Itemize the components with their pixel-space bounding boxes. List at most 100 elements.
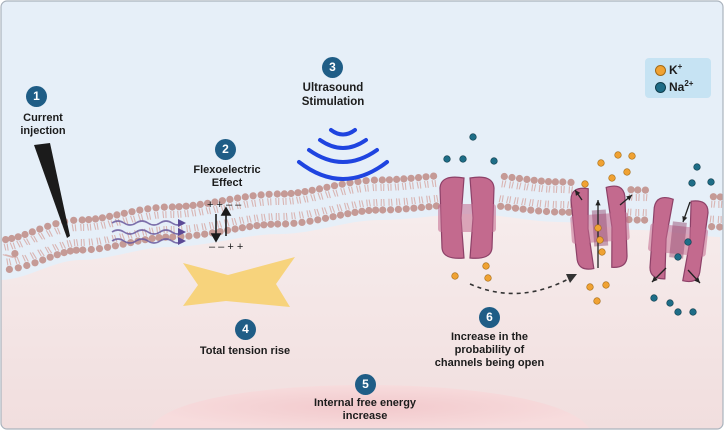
legend-na-charge: 2+: [684, 79, 694, 88]
legend-k-charge: +: [677, 62, 683, 71]
lipid-head: [280, 190, 288, 198]
lipid-head: [558, 208, 566, 216]
potassium-ion: [602, 281, 610, 289]
lipid-tail: [267, 198, 272, 206]
lipid-tail: [501, 180, 507, 188]
lipid-head: [354, 178, 362, 186]
lipid-head: [44, 222, 52, 230]
lipid-head: [52, 220, 60, 228]
lipid-head: [306, 217, 314, 225]
ion-channels: [438, 176, 709, 284]
lipid-head: [218, 197, 226, 205]
lipid-tail: [409, 182, 414, 190]
lipid-head: [31, 259, 39, 267]
channel-body: [438, 204, 496, 232]
lipid-tail: [268, 213, 273, 221]
lipid-head: [136, 206, 144, 214]
lipid-head: [379, 206, 387, 214]
lipid-tail: [153, 211, 159, 219]
lipid-tail: [347, 186, 354, 194]
lipid-head: [201, 230, 209, 238]
potassium-ion: [623, 168, 631, 176]
lipid-tail: [103, 236, 110, 244]
lipid-tail: [538, 184, 544, 193]
lipid-head: [400, 175, 408, 183]
lipid-head: [641, 186, 650, 194]
lipid-tail: [177, 210, 182, 218]
lipid-tail: [45, 229, 53, 237]
sodium-ion: [693, 163, 701, 171]
lipid-head: [358, 207, 366, 215]
potassium-ion: [628, 152, 636, 160]
step-1-label: Current injection: [20, 112, 66, 138]
lipid-head: [274, 220, 282, 228]
sodium-ion: [688, 179, 696, 187]
lipid-head: [308, 186, 316, 194]
potassium-ion: [596, 236, 604, 244]
lipid-tail: [44, 246, 53, 254]
lipid-tail: [289, 197, 294, 205]
lipid-head: [148, 234, 156, 243]
lipid-head: [544, 178, 553, 186]
lipid-head: [282, 220, 290, 228]
lipid-tail: [544, 200, 549, 208]
lipid-head: [515, 174, 524, 183]
ions: [443, 133, 715, 316]
lipid-tail: [355, 185, 362, 193]
lipid-head: [14, 264, 22, 272]
legend-na-label: Na: [669, 80, 685, 94]
lipid-head: [234, 194, 242, 202]
lipid-tail: [317, 192, 324, 200]
lipid-head: [168, 203, 176, 211]
open-na-channel-icon: [647, 197, 709, 283]
lipid-head: [370, 176, 378, 184]
lipid-head: [417, 203, 426, 211]
lipid-head: [226, 195, 234, 203]
lipid-tail: [380, 198, 385, 207]
lipid-head: [338, 180, 346, 188]
lipid-tail: [216, 220, 223, 228]
lipid-head: [372, 206, 380, 214]
lipid-tail: [340, 188, 346, 196]
lipid-tail: [93, 222, 99, 230]
channel-body: [647, 223, 709, 257]
sodium-ion: [674, 253, 682, 261]
lipid-tail: [709, 215, 715, 223]
closed-channel-icon: [438, 176, 496, 259]
lipid-head: [189, 201, 197, 209]
lipid-head: [204, 199, 212, 207]
lipid-head: [500, 172, 508, 181]
lipid-tail: [37, 232, 46, 240]
k-efflux-arrow-head: [595, 200, 601, 206]
lipid-tail: [201, 223, 207, 231]
lipid-head: [11, 250, 19, 258]
lipid-tail: [314, 208, 320, 216]
lipid-head: [641, 216, 649, 224]
lipid-tail: [643, 194, 648, 202]
na-influx-arrow-head: [682, 216, 688, 222]
lipid-head: [36, 225, 44, 233]
lipid-head: [46, 253, 54, 261]
step-3-badge: 3: [322, 57, 343, 78]
step-2-badge: 2: [215, 139, 236, 160]
lipid-tail: [516, 182, 522, 190]
lipid-head: [95, 245, 104, 253]
potassium-ion: [586, 283, 594, 291]
step-1-badge: 1: [26, 86, 47, 107]
lipid-tail: [246, 215, 252, 223]
lipid-tail: [53, 227, 61, 235]
lipid-head: [394, 205, 402, 213]
lipid-tail: [431, 179, 437, 188]
lipid-tail: [416, 181, 422, 189]
lipid-tail: [208, 221, 215, 230]
lipid-head: [511, 204, 520, 212]
lipid-head: [175, 203, 183, 211]
lipid-tail: [718, 200, 723, 208]
lipid-head: [196, 200, 204, 208]
lipid-head: [182, 202, 190, 210]
lipid-head: [551, 208, 559, 216]
lipid-head: [85, 216, 93, 224]
flexoelectric-field-lines: [111, 220, 185, 244]
lipid-tail: [418, 196, 424, 204]
